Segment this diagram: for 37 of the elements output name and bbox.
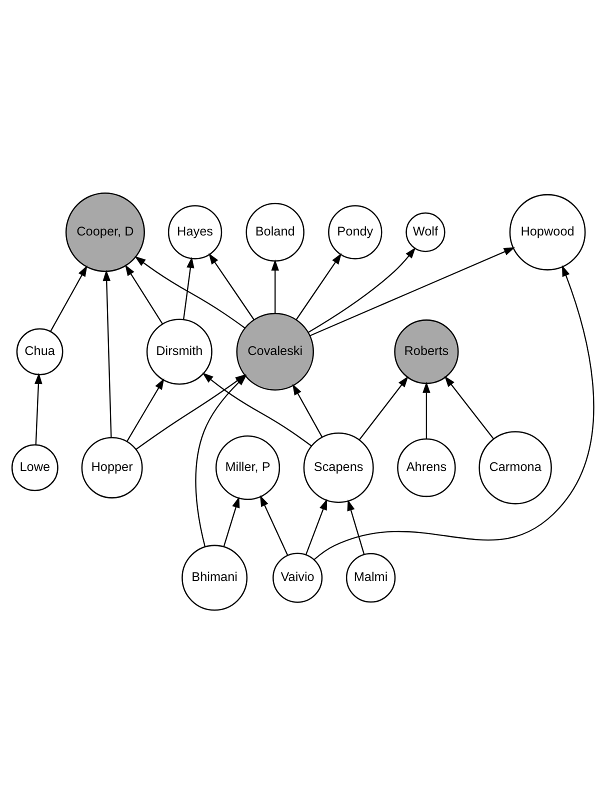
- arrow: [310, 247, 515, 336]
- node-circle: Pondy: [328, 205, 382, 260]
- node-circle: Boland: [246, 202, 304, 262]
- arrow: [208, 253, 255, 320]
- node-circle: Ahrens: [397, 438, 456, 498]
- node-circle: Lowe: [11, 444, 58, 492]
- arrow: [296, 253, 342, 320]
- arrow: [306, 498, 328, 555]
- node-circle: Roberts: [394, 319, 459, 384]
- arrow: [358, 376, 408, 440]
- arrow: [308, 247, 416, 333]
- arrow: [102, 270, 112, 438]
- arrow: [292, 384, 323, 438]
- node-circle: Malmi: [346, 552, 396, 603]
- node-circle: Scapens: [303, 432, 374, 503]
- node-circle: Hopwood: [509, 194, 586, 270]
- arrow: [314, 265, 594, 560]
- arrow: [347, 500, 365, 555]
- arrow: [125, 264, 164, 324]
- arrow: [134, 256, 246, 329]
- node-circle: Vaivio: [272, 552, 323, 603]
- arrow: [444, 376, 494, 440]
- arrow: [34, 372, 42, 445]
- arrow: [271, 259, 279, 314]
- node-circle: Miller, P: [215, 435, 280, 500]
- node-circle: Chua: [16, 328, 64, 376]
- node-circle: Hopper: [81, 436, 143, 498]
- node-circle: Wolf: [406, 212, 446, 252]
- arrow: [422, 382, 430, 439]
- node-circle: Bhimani: [182, 544, 248, 611]
- node-circle: Carmona: [478, 431, 552, 504]
- node-circle: Hayes: [168, 205, 222, 260]
- arrow: [223, 496, 240, 547]
- arrow: [182, 256, 194, 320]
- arrow: [260, 495, 288, 556]
- arrow: [126, 378, 164, 442]
- arrow: [50, 265, 88, 332]
